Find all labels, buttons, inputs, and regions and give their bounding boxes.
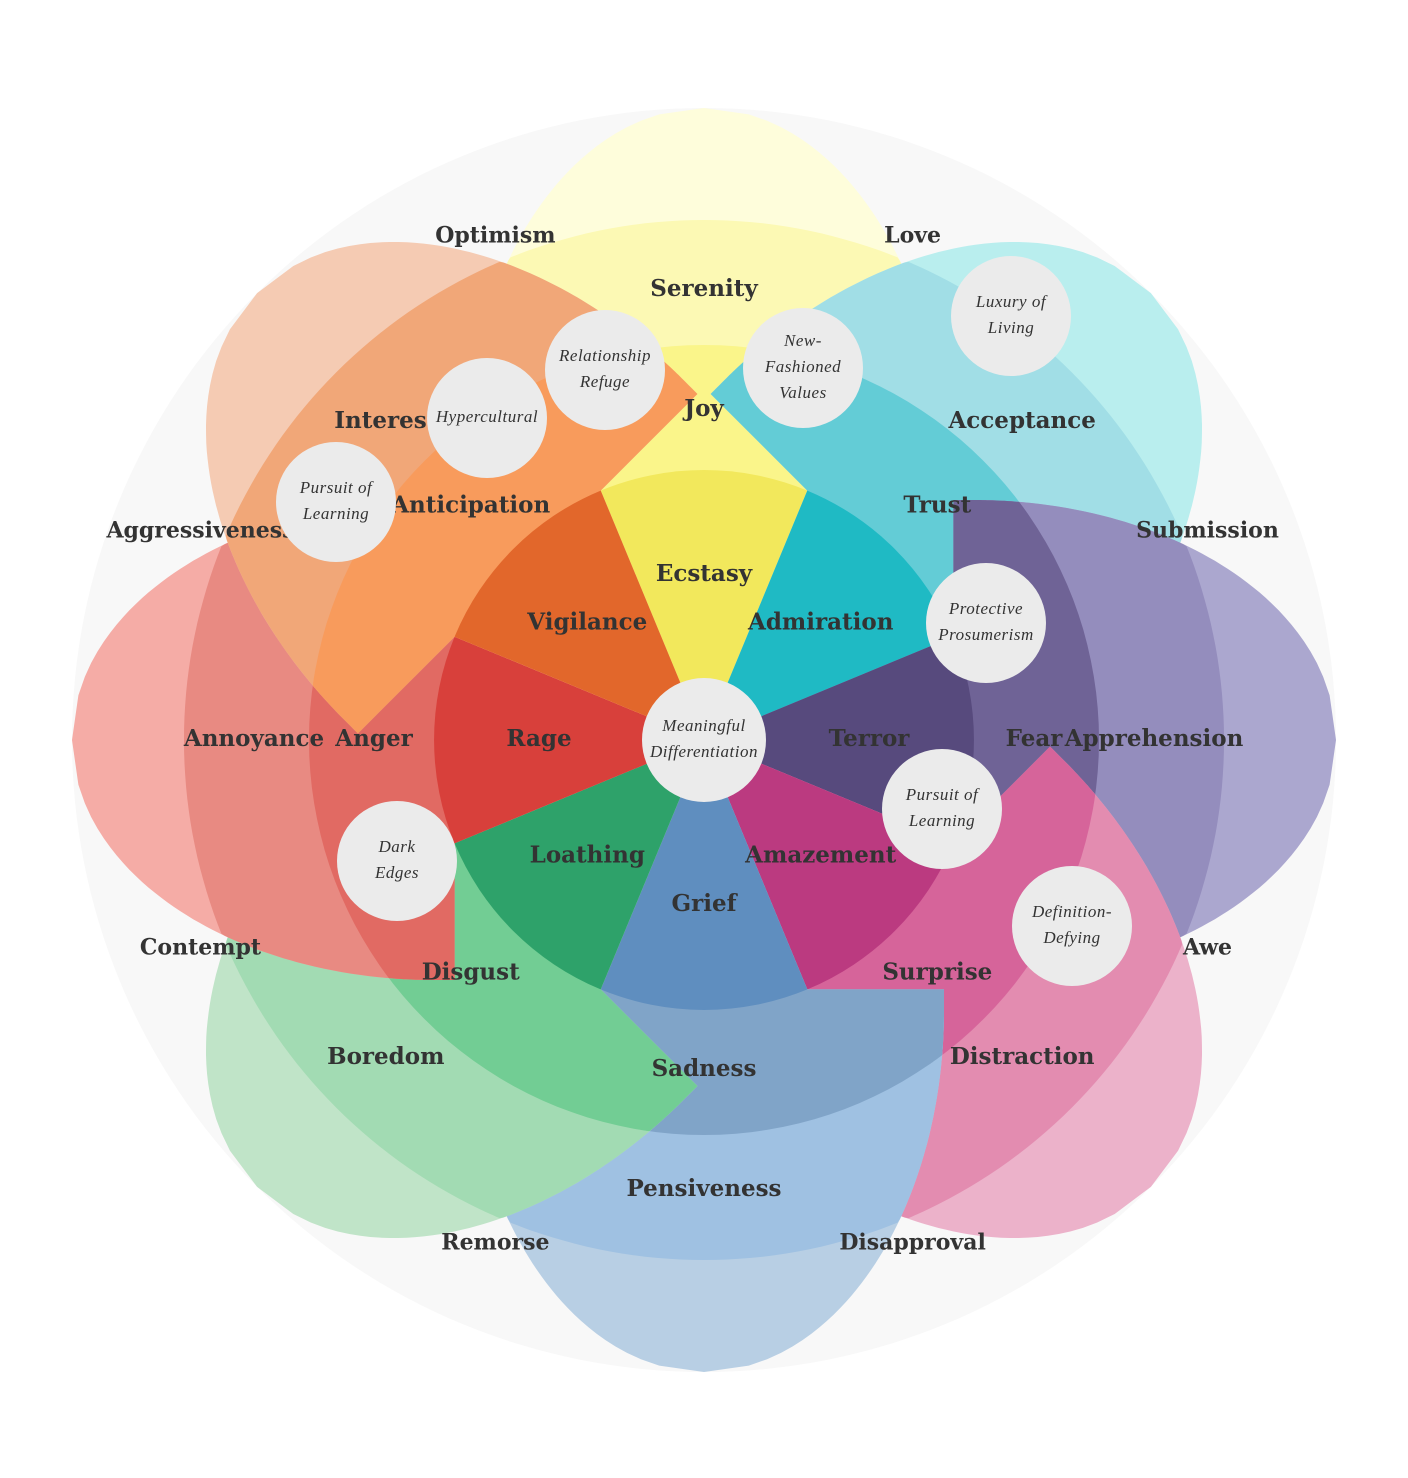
bubble-new-fashioned-values-text: New- [783, 331, 822, 350]
emotion-label-interest: Interest [334, 407, 437, 434]
bubble-luxury-of-living-text: Living [987, 318, 1034, 337]
emotion-label-serenity: Serenity [650, 275, 758, 302]
center-bubble-text: Differentiation [649, 742, 758, 761]
emotion-label-pensiveness: Pensiveness [627, 1175, 782, 1202]
bubble-luxury-of-living: Luxury of Living [951, 256, 1071, 376]
bubble-new-fashioned-values-circle [743, 308, 863, 428]
emotion-label-ecstasy: Ecstasy [656, 560, 753, 587]
emotion-label-terror: Terror [829, 725, 911, 752]
emotion-label-apprehension: Apprehension [1064, 725, 1244, 752]
bubble-definition-defying: Definition- Defying [1012, 866, 1132, 986]
bubble-pursuit-of-learning-2-text: Learning [908, 811, 975, 830]
emotion-label-anger: Anger [334, 725, 413, 752]
petal-anger-band-1 [434, 636, 704, 844]
bubble-relationship-refuge-circle [545, 310, 665, 430]
bubble-pursuit-of-learning-2-text: Pursuit of [905, 785, 980, 804]
emotion-label-fear: Fear [1006, 725, 1064, 752]
dyad-label-remorse: Remorse [441, 1230, 549, 1256]
emotion-label-sadness: Sadness [652, 1055, 757, 1082]
dyad-label-disapproval: Disapproval [839, 1230, 986, 1256]
bubble-protective-prosumerism-circle [926, 563, 1046, 683]
bubble-pursuit-of-learning-1-text: Pursuit of [299, 478, 374, 497]
emotion-label-boredom: Boredom [327, 1043, 444, 1070]
dyad-label-love: Love [884, 223, 941, 249]
petal-trust-band-1 [704, 490, 954, 740]
emotion-label-distraction: Distraction [950, 1043, 1095, 1070]
bubble-dark-edges-text: Edges [374, 863, 419, 882]
dyad-label-awe: Awe [1182, 935, 1232, 961]
dyad-label-contempt: Contempt [140, 935, 262, 961]
center-bubble-circle [642, 678, 766, 802]
emotion-label-anticipation: Anticipation [390, 492, 550, 519]
bubble-relationship-refuge-text: Relationship [558, 346, 651, 365]
emotion-label-disgust: Disgust [422, 958, 520, 985]
dyad-label-submission: Submission [1136, 517, 1279, 543]
bubble-protective-prosumerism-text: Protective [948, 599, 1023, 618]
bubble-pursuit-of-learning-1-text: Learning [302, 504, 369, 523]
bubble-hypercultural: Hypercultural [427, 358, 547, 478]
emotion-label-rage: Rage [506, 725, 571, 752]
bubble-relationship-refuge-text: Refuge [579, 372, 630, 391]
emotion-label-grief: Grief [671, 890, 738, 917]
center-bubble-text: Meaningful [661, 716, 745, 735]
petal-surprise-band-1 [704, 740, 954, 990]
bubble-definition-defying-circle [1012, 866, 1132, 986]
petal-anticipation-band-1 [454, 490, 704, 740]
emotion-label-amazement: Amazement [744, 842, 896, 869]
emotion-label-vigilance: Vigilance [526, 608, 647, 635]
emotion-label-surprise: Surprise [882, 958, 992, 985]
emotion-label-joy: Joy [682, 395, 724, 422]
bubble-dark-edges-circle [337, 801, 457, 921]
bubble-definition-defying-text: Defying [1042, 928, 1100, 947]
bubble-pursuit-of-learning-1-circle [276, 442, 396, 562]
bubble-luxury-of-living-text: Luxury of [975, 292, 1048, 311]
petal-disgust-band-1 [454, 740, 704, 990]
bubble-definition-defying-text: Definition- [1031, 902, 1112, 921]
bubble-hypercultural-text: Hypercultural [435, 407, 538, 426]
emotion-label-annoyance: Annoyance [183, 725, 324, 752]
dyad-label-aggressiveness: Aggressiveness [105, 517, 294, 543]
bubble-protective-prosumerism-text: Prosumerism [937, 625, 1034, 644]
bubble-pursuit-of-learning-1: Pursuit of Learning [276, 442, 396, 562]
bubble-pursuit-of-learning-2-circle [882, 749, 1002, 869]
emotion-label-admiration: Admiration [747, 608, 894, 635]
bubble-luxury-of-living-circle [951, 256, 1071, 376]
bubble-pursuit-of-learning-2: Pursuit of Learning [882, 749, 1002, 869]
petal-joy-band-1 [600, 470, 808, 740]
dyad-label-optimism: Optimism [435, 223, 555, 249]
emotion-label-trust: Trust [903, 492, 971, 519]
bubble-dark-edges-text: Dark [378, 837, 416, 856]
petal-sadness-band-1 [600, 740, 808, 1010]
bubble-new-fashioned-values-text: Values [779, 383, 826, 402]
emotion-label-acceptance: Acceptance [947, 407, 1095, 434]
emotion-label-loathing: Loathing [530, 842, 645, 869]
bubble-new-fashioned-values-text: Fashioned [764, 357, 841, 376]
bubble-hypercultural-circle [427, 358, 547, 478]
